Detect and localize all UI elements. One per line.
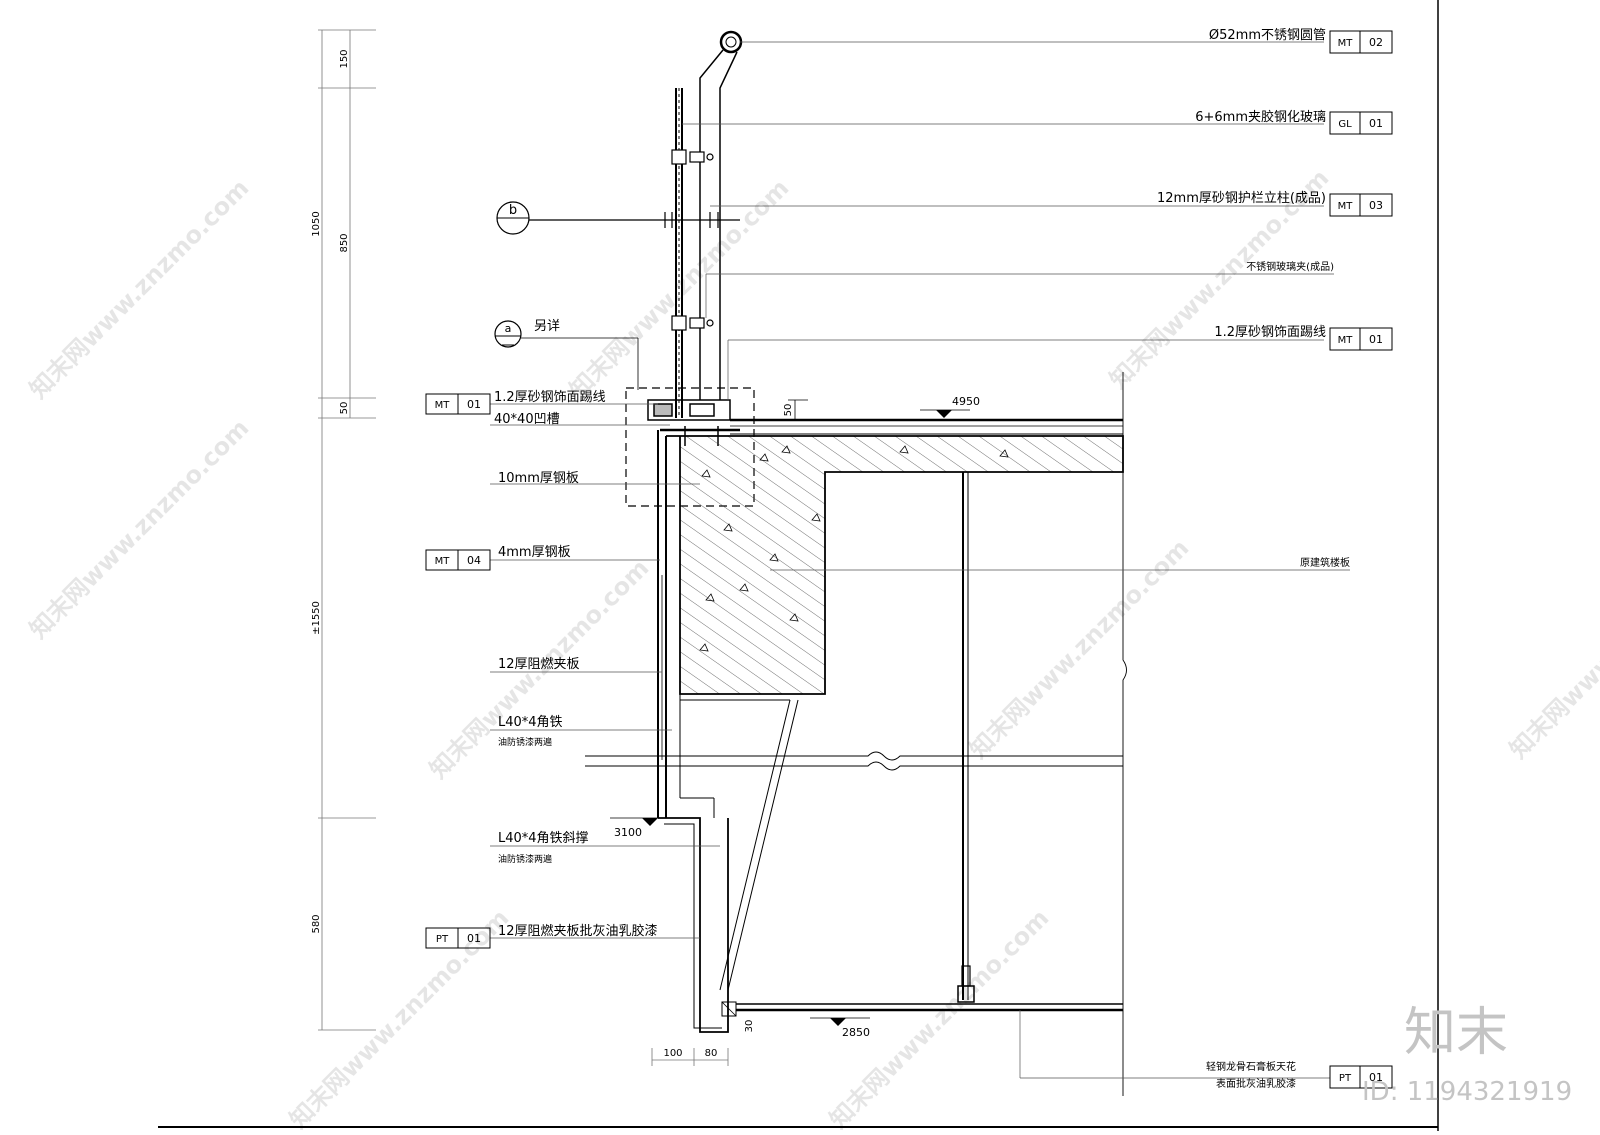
ceiling-hanger bbox=[957, 472, 975, 1003]
svg-text:MT: MT bbox=[1338, 201, 1354, 212]
svg-text:01: 01 bbox=[1369, 117, 1383, 130]
slab-label: 原建筑楼板 bbox=[1300, 556, 1350, 569]
gypsum-ceiling bbox=[736, 1003, 1123, 1012]
left-callout-plywood: 12厚阻燃夹板 bbox=[498, 656, 580, 672]
left-callout-4mm-plate: MT 04 4mm厚钢板 bbox=[425, 545, 571, 571]
glass-clamp-lower bbox=[671, 315, 714, 331]
level-2850: 2850 bbox=[842, 1026, 870, 1039]
detail-b-label: b bbox=[509, 203, 517, 218]
horizontal-dimensions bbox=[651, 1048, 729, 1066]
lower-fascia bbox=[658, 817, 737, 1033]
svg-text:02: 02 bbox=[1369, 36, 1383, 49]
svg-text:04: 04 bbox=[467, 554, 481, 567]
svg-text:10mm厚钢板: 10mm厚钢板 bbox=[498, 471, 579, 486]
svg-text:40*40凹槽: 40*40凹槽 bbox=[494, 412, 560, 427]
dim-50: 50 bbox=[339, 402, 350, 415]
svg-text:油防锈漆两遍: 油防锈漆两遍 bbox=[498, 853, 552, 865]
svg-text:6+6mm夹胶钢化玻璃: 6+6mm夹胶钢化玻璃 bbox=[1195, 109, 1326, 125]
svg-text:油防锈漆两遍: 油防锈漆两遍 bbox=[498, 736, 552, 748]
svg-text:MT: MT bbox=[435, 556, 451, 567]
small-dim-30: 30 bbox=[744, 1020, 755, 1033]
svg-text:01: 01 bbox=[1369, 333, 1383, 346]
svg-text:12厚阻燃夹板批灰油乳胶漆: 12厚阻燃夹板批灰油乳胶漆 bbox=[498, 923, 658, 939]
dim-850: 850 bbox=[339, 233, 350, 252]
level-3100: 3100 bbox=[614, 826, 642, 839]
handrail-tube bbox=[699, 30, 743, 400]
callout-post: 12mm厚砂钢护栏立柱(成品) MT 03 bbox=[1157, 191, 1393, 217]
dim-100: 100 bbox=[663, 1048, 682, 1059]
image-id: ID: 1194321919 bbox=[1362, 1077, 1572, 1107]
svg-text:PT: PT bbox=[1339, 1073, 1352, 1084]
svg-text:MT: MT bbox=[1338, 38, 1354, 49]
svg-text:12厚阻燃夹板: 12厚阻燃夹板 bbox=[498, 656, 580, 672]
svg-text:01: 01 bbox=[1369, 1071, 1383, 1084]
floor-finish bbox=[730, 399, 1123, 435]
left-leaders bbox=[490, 403, 720, 939]
svg-text:1.2厚砂钢饰面踢线: 1.2厚砂钢饰面踢线 bbox=[494, 390, 606, 405]
callout-handrail: Ø52mm不锈钢圆管 MT 02 bbox=[1209, 28, 1393, 54]
svg-text:GL: GL bbox=[1338, 119, 1352, 130]
svg-text:01: 01 bbox=[467, 932, 481, 945]
fascia-cladding bbox=[657, 430, 715, 818]
dim-80: 80 bbox=[705, 1048, 718, 1059]
left-callout-skirting: MT 01 1.2厚砂钢饰面踢线 bbox=[425, 390, 606, 415]
callout-clamp: 不锈钢玻璃夹(成品) bbox=[1246, 260, 1334, 273]
diagonal-brace bbox=[680, 699, 799, 991]
svg-text:12mm厚砂钢护栏立柱(成品): 12mm厚砂钢护栏立柱(成品) bbox=[1157, 191, 1326, 206]
slab-break-line bbox=[1122, 372, 1127, 1096]
svg-text:L40*4角铁斜撑: L40*4角铁斜撑 bbox=[498, 831, 589, 846]
left-callout-steel-plate: 10mm厚钢板 bbox=[498, 471, 579, 486]
level-marker-2850 bbox=[830, 1018, 846, 1026]
dim-150: 150 bbox=[339, 49, 350, 68]
svg-text:Ø52mm不锈钢圆管: Ø52mm不锈钢圆管 bbox=[1209, 28, 1326, 43]
svg-text:MT: MT bbox=[435, 400, 451, 411]
svg-text:4mm厚钢板: 4mm厚钢板 bbox=[498, 545, 571, 560]
level-4950: 4950 bbox=[952, 395, 980, 408]
level-marker-4950 bbox=[936, 410, 952, 418]
detail-a-note: 另详 bbox=[534, 319, 560, 334]
concrete-slab bbox=[666, 435, 1124, 695]
glass-panel bbox=[675, 88, 683, 418]
svg-text:不锈钢玻璃夹(成品): 不锈钢玻璃夹(成品) bbox=[1246, 260, 1334, 273]
detail-a-marker bbox=[494, 320, 639, 390]
svg-text:表面批灰油乳胶漆: 表面批灰油乳胶漆 bbox=[1216, 1077, 1296, 1090]
brand-logo: 知末 bbox=[1404, 1003, 1508, 1063]
detail-b-marker bbox=[496, 201, 740, 235]
level-marker-3100 bbox=[642, 818, 658, 826]
svg-text:1.2厚砂钢饰面踢线: 1.2厚砂钢饰面踢线 bbox=[1214, 325, 1326, 340]
callout-glass: 6+6mm夹胶钢化玻璃 GL 01 bbox=[1195, 109, 1393, 135]
left-callout-angle: L40*4角铁 油防锈漆两遍 bbox=[498, 715, 563, 748]
svg-text:MT: MT bbox=[1338, 335, 1354, 346]
detail-a-label: a bbox=[505, 322, 512, 335]
svg-text:L40*4角铁: L40*4角铁 bbox=[498, 715, 563, 730]
right-leaders bbox=[682, 41, 1350, 1079]
left-callout-painted-plywood: PT 01 12厚阻燃夹板批灰油乳胶漆 bbox=[425, 923, 658, 949]
left-callout-angle-brace: L40*4角铁斜撑 油防锈漆两遍 bbox=[498, 831, 589, 865]
small-dim-50: 50 bbox=[783, 404, 794, 417]
callout-ceiling: 轻钢龙骨石膏板天花 表面批灰油乳胶漆 PT 01 bbox=[1206, 1060, 1393, 1090]
section-break-line bbox=[585, 751, 1123, 771]
left-callout-groove: 40*40凹槽 bbox=[494, 412, 560, 427]
dim-580: 580 bbox=[311, 914, 322, 933]
vertical-dimensions bbox=[318, 29, 376, 1031]
svg-text:01: 01 bbox=[467, 398, 481, 411]
svg-text:轻钢龙骨石膏板天花: 轻钢龙骨石膏板天花 bbox=[1206, 1060, 1296, 1073]
svg-text:03: 03 bbox=[1369, 199, 1383, 212]
glass-clamp-upper bbox=[671, 149, 714, 165]
svg-text:PT: PT bbox=[436, 934, 449, 945]
callout-skirting-right: 1.2厚砂钢饰面踢线 MT 01 bbox=[1214, 325, 1393, 351]
dim-1050: 1050 bbox=[311, 211, 322, 236]
aggregate-marks bbox=[699, 445, 1009, 652]
dim-1550: ±1550 bbox=[311, 601, 322, 635]
